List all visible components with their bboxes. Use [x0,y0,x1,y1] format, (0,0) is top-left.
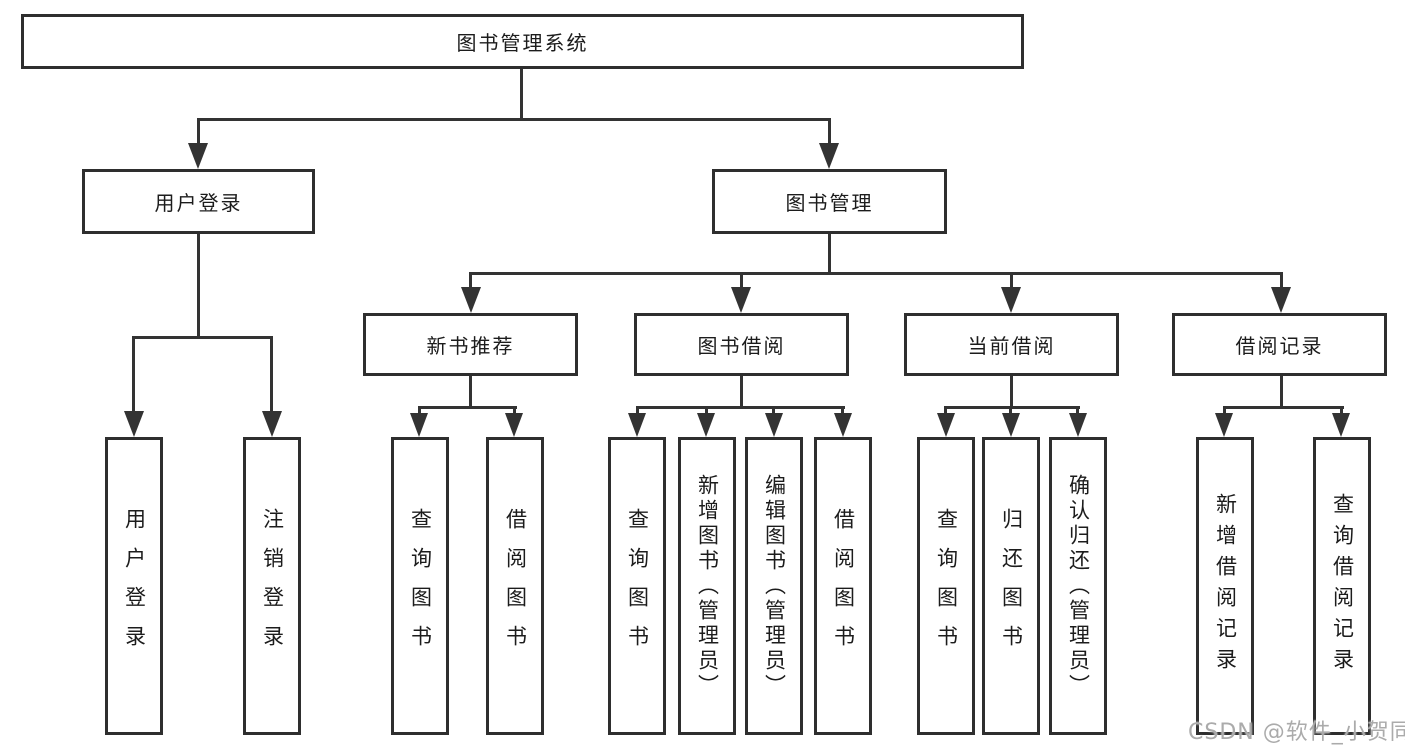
leaf-borrow-books-recommend: 借阅图书 [486,437,544,735]
leaf-confirm-return-admin-label: 确认归还（管理员） [1066,473,1091,699]
connector-stem-leaf [270,336,273,412]
connector-group-stem [469,376,472,409]
leaf-user-login: 用户登录 [105,437,163,735]
connector-stem-level3 [1010,272,1013,292]
node-root-label: 图书管理系统 [456,31,589,55]
connector-user-login-split [132,336,273,339]
arrow-down-icon [505,413,523,437]
leaf-add-book-admin: 新增图书（管理员） [678,437,736,735]
leaf-confirm-return-admin: 确认归还（管理员） [1049,437,1107,735]
arrow-down-icon [1069,413,1087,437]
connector-level2-split [197,118,831,121]
arrow-down-icon [628,413,646,437]
leaf-borrow-books-recommend-label: 借阅图书 [503,508,528,664]
leaf-borrow-books-label: 借阅图书 [831,508,856,664]
connector-stem-level3 [740,272,743,292]
connector-group-split [1223,406,1344,409]
connector-stem-user-login [197,118,200,148]
leaf-query-books-borrow: 查询图书 [608,437,666,735]
leaf-return-books: 归还图书 [982,437,1040,735]
connector-group-stem [1010,376,1013,409]
leaf-edit-book-admin: 编辑图书（管理员） [745,437,803,735]
arrow-down-icon [1002,413,1020,437]
arrow-down-icon [461,287,481,313]
connector-stem-book-management [828,118,831,148]
connector-stem-leaf [132,336,135,412]
leaf-edit-book-admin-label: 编辑图书（管理员） [762,473,787,699]
connector-group-stem [740,376,743,409]
leaf-add-borrow-record: 新增借阅记录 [1196,437,1254,735]
arrow-down-icon [1271,287,1291,313]
arrow-down-icon [731,287,751,313]
leaf-query-books-current-label: 查询图书 [934,508,959,664]
arrow-down-icon [124,411,144,437]
node-root: 图书管理系统 [21,14,1024,69]
arrow-down-icon [262,411,282,437]
arrow-down-icon [188,143,208,169]
leaf-return-books-label: 归还图书 [999,508,1024,664]
node-current-borrow: 当前借阅 [904,313,1119,376]
csdn-watermark: CSDN @软件_小贺同学 [1188,720,1405,745]
connector-stem-level3 [1280,272,1283,292]
leaf-query-books-current: 查询图书 [917,437,975,735]
leaf-add-borrow-record-label: 新增借阅记录 [1213,493,1238,679]
connector-group-split [944,406,1080,409]
connector-root-stem [520,69,523,120]
node-new-book-recommend-label: 新书推荐 [426,334,515,358]
node-book-borrow-label: 图书借阅 [697,334,786,358]
arrow-down-icon [1001,287,1021,313]
connector-user-login-stem [197,234,200,339]
node-current-borrow-label: 当前借阅 [967,334,1056,358]
leaf-logout-label: 注销登录 [260,508,285,664]
arrow-down-icon [819,143,839,169]
node-borrow-records-label: 借阅记录 [1235,334,1324,358]
leaf-borrow-books: 借阅图书 [814,437,872,735]
arrow-down-icon [937,413,955,437]
connector-stem-level3 [469,272,472,292]
node-user-login-label: 用户登录 [154,191,243,215]
node-user-login: 用户登录 [82,169,315,234]
arrow-down-icon [697,413,715,437]
leaf-query-books-recommend: 查询图书 [391,437,449,735]
node-book-management: 图书管理 [712,169,947,234]
node-new-book-recommend: 新书推荐 [363,313,578,376]
connector-group-split [636,406,845,409]
leaf-query-borrow-record-label: 查询借阅记录 [1330,493,1355,679]
arrow-down-icon [1215,413,1233,437]
leaf-query-books-recommend-label: 查询图书 [408,508,433,664]
leaf-logout: 注销登录 [243,437,301,735]
arrow-down-icon [834,413,852,437]
arrow-down-icon [410,413,428,437]
node-book-borrow: 图书借阅 [634,313,849,376]
leaf-query-books-borrow-label: 查询图书 [625,508,650,664]
arrow-down-icon [1332,413,1350,437]
leaf-query-borrow-record: 查询借阅记录 [1313,437,1371,735]
arrow-down-icon [765,413,783,437]
connector-book-management-stem [828,234,831,275]
leaf-add-book-admin-label: 新增图书（管理员） [695,473,720,699]
node-borrow-records: 借阅记录 [1172,313,1387,376]
leaf-user-login-label: 用户登录 [122,508,147,664]
connector-level3-split [469,272,1282,275]
connector-group-stem [1280,376,1283,409]
node-book-management-label: 图书管理 [785,191,874,215]
connector-group-split [418,406,517,409]
